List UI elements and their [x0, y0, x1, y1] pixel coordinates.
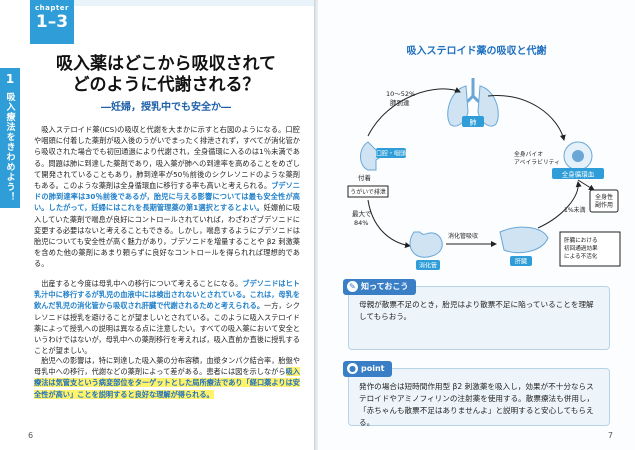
- absorption-diagram: 肺 10〜52%肺到達 全身循環血 全身性副作用 全身バイオアベイラビリティ: [347, 78, 621, 270]
- top-strip: [74, 0, 316, 6]
- tip-box-know-text: 母親が散票不足のとき，胎児はより散票不足に陥っていることを理解してもらおう。: [359, 300, 594, 321]
- liver-icon: [499, 226, 549, 254]
- side-tab-number: 1: [5, 72, 15, 86]
- arrow-to-gi: [367, 199, 411, 249]
- title-line-2: どのように代謝される？: [72, 75, 260, 95]
- paragraph-2-text-b: 一方，シクレソニドは授乳を避けることが望ましいとされている。このように吸入ステロ…: [34, 301, 300, 356]
- pencil-icon: ✎: [347, 281, 358, 292]
- systemic-label: 全身循環血: [562, 170, 595, 179]
- side-effect-box: [589, 189, 619, 213]
- liver-label: 肝臓: [515, 258, 527, 266]
- tip-box-know-title: 知っておこう: [361, 282, 409, 291]
- first-pass-box: [559, 231, 621, 267]
- figure-title: 吸入ステロイド薬の吸収と代謝: [406, 46, 547, 57]
- gi-label-box: [416, 260, 440, 270]
- systemic-icon: [563, 141, 593, 171]
- chapter-word: chapter: [35, 4, 69, 12]
- chapter-badge: chapter 1–3: [30, 0, 74, 44]
- arrow-to-lung: [367, 87, 461, 137]
- arrow-liver-to-systemic: [537, 181, 582, 229]
- tip-box-point-header: ●point: [343, 361, 393, 377]
- side-effect-label: 全身性副作用: [595, 193, 613, 209]
- page-subtitle: ―妊婦，授乳中でも安全か―: [101, 102, 231, 113]
- side-tab-text: 吸入療法をきわめよう！: [4, 92, 15, 202]
- gargle-label: うがいで排泄: [350, 188, 386, 196]
- arrow-lung-to-systemic: [487, 95, 566, 141]
- paragraph-1: 吸入ステロイド薬(ICS)の吸収と代謝を大まかに示すと右図のようになる。口腔や咽…: [34, 124, 300, 270]
- gargle-box: [347, 185, 389, 198]
- liver-label-box: [510, 256, 532, 266]
- gi-label: 消化管: [419, 262, 437, 270]
- stomach-icon: [409, 231, 443, 258]
- title-line-1: 吸入薬はどこから吸収されて: [56, 54, 276, 74]
- side-tab: 1 吸入療法をきわめよう！: [0, 68, 20, 208]
- arrow-side-effect: [577, 179, 595, 191]
- adhere-label: 付着: [358, 173, 372, 182]
- lt1-label: 1%未満: [564, 206, 586, 214]
- lung-label: 肺: [470, 119, 477, 127]
- right-page: 吸入ステロイド薬の吸収と代謝 肺 10〜52%肺到達: [318, 0, 635, 450]
- tip-box-know-header: ✎知っておこう: [343, 279, 417, 295]
- systemic-label-box: [552, 168, 604, 179]
- page-number-left: 6: [28, 431, 34, 440]
- paragraph-1-text-b: 妊娠前に吸入していた薬剤で喘息が良好にコントロールされていれば，わざわざブデソニ…: [34, 203, 300, 269]
- deposit-label: 10〜52%肺到達: [386, 90, 415, 107]
- tip-box-point: ●point 発作の場合は短時間作用型 β2 刺激薬を吸入し，効果が不十分ならス…: [343, 361, 610, 427]
- point-icon: ●: [347, 363, 358, 374]
- tip-box-know: ✎知っておこう 母親が散票不足のとき，胎児はより散票不足に陥っていることを理解し…: [343, 279, 610, 350]
- paragraph-3-text-a: 胎児への影響は，特に到達した吸入薬の分布容積，血漿タンパク結合率，胎盤や母乳中へ…: [34, 356, 300, 377]
- paragraph-2-highlight: ブデソニドはヒト乳汁中に移行するが乳児の血液中には検出されないとされている。これ…: [34, 279, 300, 311]
- tip-box-point-title: point: [361, 364, 385, 373]
- page-title: 吸入薬はどこから吸収されて どのように代謝される？: [36, 54, 296, 96]
- lung-label-box: [462, 116, 484, 127]
- paragraph-1-highlight: ブデソニドの肺到達率は30％前後であるが，胎児に与える影響については最も安全性が…: [34, 181, 300, 213]
- bioavailability-label: 全身バイオアベイラビリティ: [514, 150, 560, 166]
- paragraph-2: 出産すると今度は母乳中への移行について考えることになる。ブデソニドはヒト乳汁中に…: [34, 278, 300, 356]
- absorb-label: 消化管吸収: [448, 232, 478, 240]
- first-pass-label: 肝臓における初回通過効果による不活化: [564, 236, 598, 260]
- paragraph-1-text-a: 吸入ステロイド薬(ICS)の吸収と代謝を大まかに示すと右図のようになる。口腔や咽…: [34, 125, 300, 191]
- paragraph-3: 胎児への影響は，特に到達した吸入薬の分布容積，血漿タンパク結合率，胎盤や母乳中へ…: [34, 355, 300, 400]
- oral-label-box: [376, 148, 406, 158]
- page-number-right: 7: [607, 431, 613, 440]
- oral-label: 口腔・咽頭: [376, 150, 406, 158]
- tip-box-point-text: 発作の場合は短時間作用型 β2 刺激薬を吸入し，効果が不十分ならステロイドやアミ…: [359, 382, 595, 427]
- paragraph-2-text-a: 出産すると今度は母乳中への移行について考えることになる。: [41, 279, 243, 288]
- lung-icon: [447, 78, 499, 127]
- chapter-number: 1–3: [35, 12, 69, 32]
- book-gutter: [314, 0, 320, 450]
- left-page: chapter 1–3 1 吸入療法をきわめよう！ 吸入薬はどこから吸収されて …: [0, 0, 316, 450]
